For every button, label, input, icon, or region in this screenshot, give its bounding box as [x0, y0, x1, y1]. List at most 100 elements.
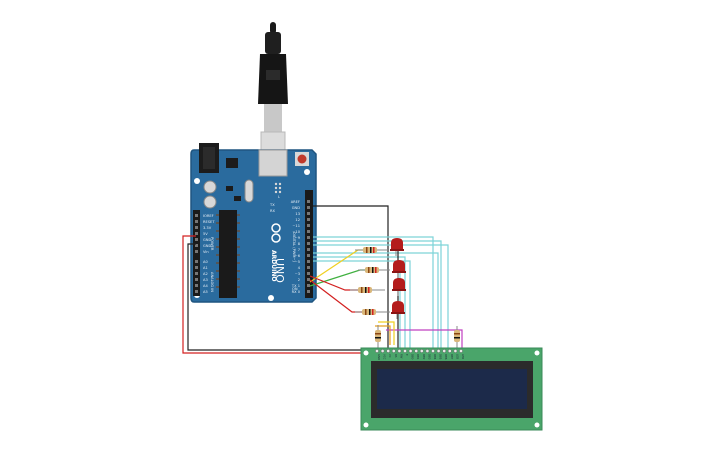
analog-pin[interactable] [195, 284, 198, 287]
wire-yellow[interactable] [309, 249, 372, 283]
lcd-pin[interactable] [403, 349, 407, 353]
wire-magenta[interactable] [386, 329, 463, 350]
resistor-2[interactable] [358, 267, 390, 273]
power-pin[interactable] [195, 226, 198, 229]
resistor-1[interactable] [355, 247, 388, 253]
lcd-pin[interactable] [453, 349, 458, 353]
wire-cyan-5[interactable] [313, 256, 406, 350]
lcd-pin-label: DB4 [433, 354, 437, 360]
capacitor [203, 195, 217, 209]
resistor-4[interactable] [355, 309, 390, 315]
digital-pin-label: ~3 [295, 272, 300, 276]
lcd-pin[interactable] [419, 349, 424, 353]
digital-pin[interactable] [307, 248, 310, 251]
digital-pin[interactable] [307, 206, 310, 209]
wire-cyan-2[interactable] [313, 240, 442, 350]
led-4[interactable] [391, 301, 405, 319]
wire-5v-red[interactable] [182, 235, 365, 354]
lcd-pin-label: DB7 [450, 354, 454, 360]
resistor-lcd-pot[interactable] [375, 325, 381, 348]
leds[interactable] [390, 238, 406, 319]
analog-pin[interactable] [195, 272, 198, 275]
lcd-pin[interactable] [375, 349, 379, 353]
digital-pin-label: TX 1 [291, 284, 300, 288]
on-led-label: ON [292, 287, 298, 291]
digital-pin[interactable] [307, 266, 310, 269]
lcd-pin[interactable] [425, 349, 430, 353]
power-pin[interactable] [195, 220, 198, 223]
digital-pin-label: ~6 [295, 254, 301, 258]
mounting-hole [534, 422, 540, 428]
digital-pin[interactable] [307, 272, 310, 275]
digital-pin[interactable] [307, 224, 310, 227]
wire-cyan-4[interactable] [313, 252, 439, 350]
wire-cyan-1[interactable] [313, 236, 434, 350]
lcd-pin[interactable] [380, 349, 385, 353]
wires[interactable] [182, 205, 463, 354]
analog-pin-label: A1 [203, 266, 208, 270]
wire-cyan-3[interactable] [313, 244, 449, 350]
digital-pin[interactable] [307, 284, 310, 287]
resistors[interactable] [350, 247, 460, 348]
lcd-pin[interactable] [391, 349, 396, 353]
digital-pin[interactable] [307, 254, 310, 257]
lcd-pin[interactable] [414, 349, 419, 353]
analog-section-label: ANALOG IN [210, 272, 214, 292]
lcd-pin[interactable] [459, 349, 463, 353]
lcd-pin[interactable] [436, 349, 441, 353]
digital-pin-label: RX 0 [292, 290, 301, 294]
digital-pin[interactable] [307, 260, 310, 263]
led-2[interactable] [392, 260, 406, 278]
lcd-pin[interactable] [442, 349, 447, 353]
lcd-pin[interactable] [386, 349, 391, 353]
wire-yellow-2[interactable] [378, 321, 395, 345]
mounting-hole [194, 178, 200, 184]
digital-pin[interactable] [307, 236, 310, 239]
resistor-3[interactable] [350, 287, 385, 293]
led-3[interactable] [392, 278, 406, 296]
power-pin[interactable] [195, 214, 198, 217]
mounting-hole [363, 350, 369, 356]
power-pin[interactable] [195, 238, 198, 241]
lcd-pin[interactable] [397, 349, 402, 353]
digital-pin[interactable] [307, 212, 310, 215]
analog-pin[interactable] [195, 260, 198, 263]
wire-red-led-2[interactable] [309, 279, 364, 313]
led-1[interactable] [390, 238, 404, 256]
digital-pin[interactable] [307, 230, 310, 233]
digital-pin[interactable] [307, 278, 310, 281]
lcd-pin[interactable] [431, 349, 435, 353]
lcd-screen [377, 369, 527, 409]
power-pin[interactable] [195, 244, 198, 247]
lcd-pin-label: DB6 [444, 354, 448, 360]
analog-pin-label: A5 [203, 290, 208, 294]
wire-green[interactable] [309, 269, 374, 287]
lcd-pin-label: DB5 [439, 354, 443, 360]
wire-gnd-black[interactable] [313, 205, 389, 348]
power-pin[interactable] [195, 250, 198, 253]
resistor-lcd-backlight[interactable] [454, 326, 460, 348]
digital-pin-label: 7 [298, 248, 300, 252]
lcd-pin[interactable] [408, 349, 413, 353]
digital-pin-label: ~11 [292, 224, 300, 228]
analog-pin[interactable] [195, 278, 198, 281]
mounting-hole [304, 169, 310, 175]
wire-orange[interactable] [375, 325, 391, 345]
digital-pin[interactable] [307, 242, 310, 245]
analog-pin[interactable] [195, 266, 198, 269]
wire-cyan-6[interactable] [313, 260, 411, 350]
wire-gnd-left[interactable] [187, 243, 365, 351]
digital-pin[interactable] [307, 200, 310, 203]
arduino-uno-board[interactable]: ARDUINO UNO DIGITAL (PWM~) POWER ANALOG … [190, 143, 317, 303]
digital-pin[interactable] [307, 290, 310, 293]
digital-pin[interactable] [307, 218, 310, 221]
power-pin[interactable] [195, 232, 198, 235]
analog-pin[interactable] [195, 290, 198, 293]
lcd-pin[interactable] [447, 349, 452, 353]
rx-led-label: RX [270, 209, 275, 213]
crystal-oscillator [244, 179, 254, 203]
power-section-label: POWER [210, 237, 214, 251]
